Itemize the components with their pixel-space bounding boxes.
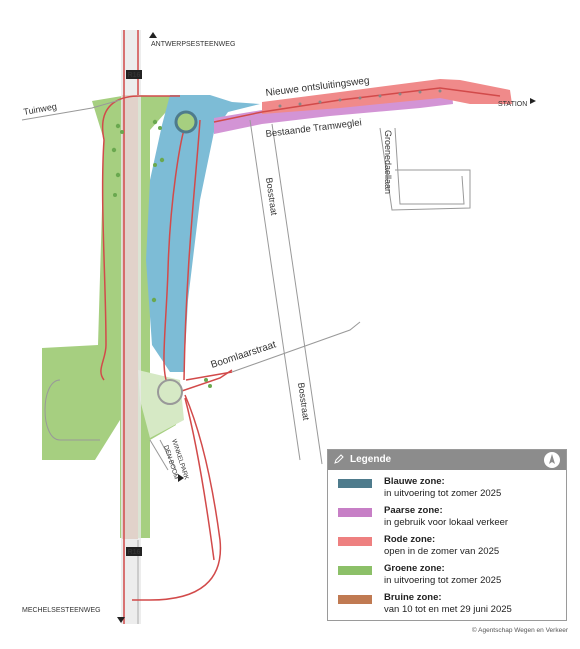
label-mechelsesteenweg: MECHELSESTEENWEG bbox=[22, 607, 101, 614]
legend-text: Rode zone:open in de zomer van 2025 bbox=[384, 534, 499, 558]
legend-swatch bbox=[338, 508, 372, 517]
legend-item-desc: in uitvoering tot zomer 2025 bbox=[384, 488, 502, 499]
arrow-north-icon bbox=[149, 32, 157, 38]
legend-item-title: Paarse zone: bbox=[384, 505, 443, 516]
label-bosstraat-1: Bosstraat bbox=[264, 177, 279, 217]
label-antwerpsesteenweg: ANTWERPSESTEENWEG bbox=[151, 41, 235, 48]
legend-swatch bbox=[338, 479, 372, 488]
legend-item-desc: open in de zomer van 2025 bbox=[384, 546, 500, 557]
pencil-icon bbox=[334, 454, 344, 464]
label-boomlaarstraat: Boomlaarstraat bbox=[210, 339, 278, 370]
legend-text: Bruine zone:van 10 tot en met 29 juni 20… bbox=[384, 592, 512, 616]
legend-item-title: Blauwe zone: bbox=[384, 476, 445, 487]
label-station: STATION bbox=[498, 101, 527, 108]
r16-bottom-label: R16 bbox=[128, 549, 141, 556]
roundabout-south bbox=[157, 379, 183, 405]
copyright: © Agentschap Wegen en Verkeer bbox=[471, 627, 568, 634]
arrow-winkelpark-icon bbox=[178, 474, 184, 482]
legend-text: Groene zone:in uitvoering tot zomer 2025 bbox=[384, 563, 501, 587]
arrow-east-icon bbox=[530, 98, 536, 104]
legend-item-desc: van 10 tot en met 29 juni 2025 bbox=[384, 604, 512, 615]
r16-top-shield bbox=[126, 70, 142, 79]
legend-item-desc: in uitvoering tot zomer 2025 bbox=[384, 575, 502, 586]
r16-road bbox=[121, 30, 141, 624]
roundabout-north bbox=[174, 110, 198, 134]
red-zone bbox=[262, 79, 512, 114]
legend-item-title: Bruine zone: bbox=[384, 592, 442, 603]
legend-item-title: Groene zone: bbox=[384, 563, 445, 574]
legend-swatch bbox=[338, 595, 372, 604]
legend-item-title: Rode zone: bbox=[384, 534, 436, 545]
legend: Legende Blauwe zone:in uitvoering tot zo… bbox=[327, 449, 567, 621]
legend-swatch bbox=[338, 566, 372, 575]
arrow-south-icon bbox=[117, 617, 125, 623]
legend-item-desc: in gebruik voor lokaal verkeer bbox=[384, 517, 509, 528]
legend-title: Legende bbox=[350, 454, 392, 465]
legend-text: Blauwe zone:in uitvoering tot zomer 2025 bbox=[384, 476, 501, 500]
blue-zone bbox=[146, 95, 260, 372]
legend-swatch bbox=[338, 537, 372, 546]
label-bosstraat-2: Bosstraat bbox=[296, 382, 311, 422]
legend-text: Paarse zone:in gebruik voor lokaal verke… bbox=[384, 505, 508, 529]
legend-header: Legende bbox=[328, 450, 566, 470]
r16-top-label: R16 bbox=[128, 72, 141, 79]
r16-bottom-shield bbox=[126, 547, 142, 556]
compass-icon bbox=[544, 452, 560, 468]
label-groenedaellaan: Groenedaellaan bbox=[383, 130, 393, 194]
